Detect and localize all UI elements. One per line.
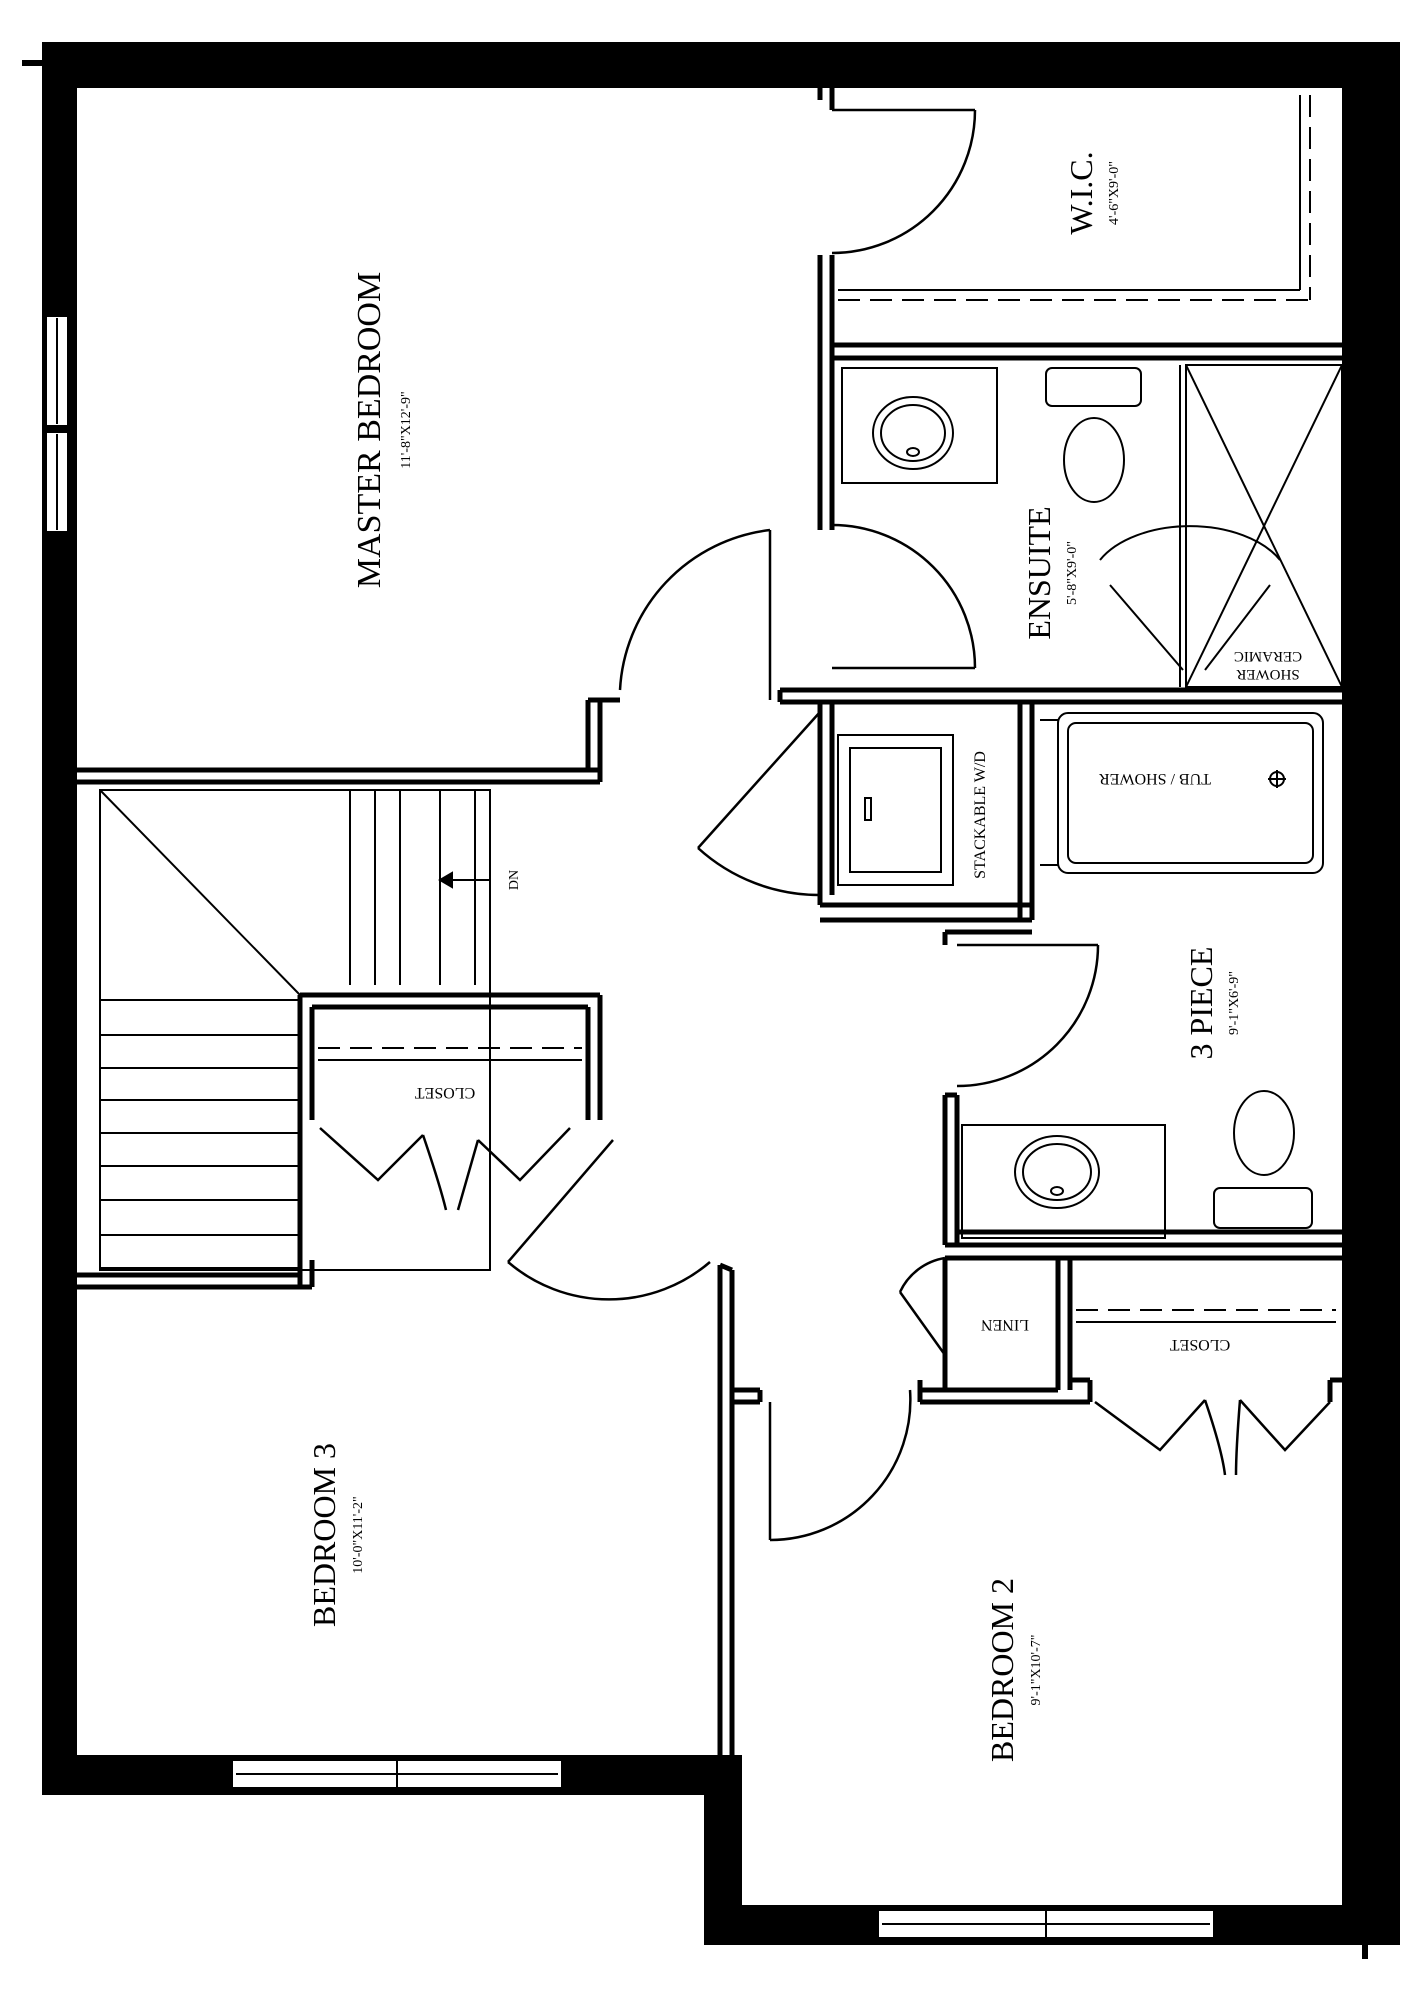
toilet-tank <box>1045 367 1142 407</box>
room-dims-wic: 4'-6"X9'-0" <box>1107 161 1122 225</box>
label-closet-upper: CLOSET <box>415 1084 476 1101</box>
labels: MASTER BEDROOM 11'-8"X12'-9" W.I.C. 4'-6… <box>306 151 1302 1762</box>
laundry-fixtures <box>837 734 954 886</box>
room-name-master-bedroom: MASTER BEDROOM <box>351 272 388 588</box>
vanity <box>841 367 998 484</box>
room-dims-bedroom3: 10'-0"X11'-2" <box>351 1496 366 1573</box>
label-stackable-wd: STACKABLE W/D <box>972 751 989 879</box>
vanity <box>961 1124 1166 1239</box>
room-name-three-piece: 3 PIECE <box>1183 947 1219 1060</box>
label-stair-dn: DN <box>507 870 522 890</box>
wall-top <box>42 42 1400 88</box>
wic-shelving <box>838 95 1311 301</box>
sink-bowl <box>872 396 954 470</box>
room-name-bedroom2: BEDROOM 2 <box>984 1578 1020 1762</box>
staircase <box>99 789 491 1271</box>
windows <box>45 315 1215 1939</box>
room-dims-ensuite: 5'-8"X9'-0" <box>1065 541 1080 605</box>
ensuite-fixtures <box>841 364 1343 688</box>
room-dims-three-piece: 9'-1"X6'-9" <box>1227 971 1242 1035</box>
wall-left <box>42 42 77 1794</box>
closet-shelving <box>318 1047 1336 1323</box>
label-tub-shower: TUB / SHOWER <box>1099 770 1211 787</box>
wall-right <box>1342 42 1400 1945</box>
room-name-wic: W.I.C. <box>1063 151 1099 234</box>
label-closet-lower: CLOSET <box>1170 1336 1231 1353</box>
three-piece-fixtures <box>961 712 1324 1239</box>
toilet-bowl <box>1063 417 1125 503</box>
interior-walls <box>77 88 1342 1755</box>
wall-corner-tick <box>1362 1945 1368 1959</box>
toilet-bowl <box>1233 1090 1295 1176</box>
bathtub <box>1057 712 1324 874</box>
wall-corner-tick <box>22 60 42 66</box>
room-dims-bedroom2: 9'-1"X10'-7" <box>1029 1635 1044 1706</box>
doors <box>319 108 1331 1542</box>
room-dims-master-bedroom: 11'-8"X12'-9" <box>399 391 414 468</box>
sink-bowl <box>1014 1135 1100 1209</box>
room-name-bedroom3: BEDROOM 3 <box>306 1443 342 1627</box>
toilet-tank <box>1213 1187 1313 1229</box>
washer-dryer <box>837 734 954 886</box>
label-linen: LINEN <box>981 1316 1029 1333</box>
room-name-ensuite: ENSUITE <box>1021 506 1057 639</box>
label-shower-line1: SHOWER <box>1236 666 1299 682</box>
label-shower-line2: CERAMIC <box>1234 648 1302 664</box>
